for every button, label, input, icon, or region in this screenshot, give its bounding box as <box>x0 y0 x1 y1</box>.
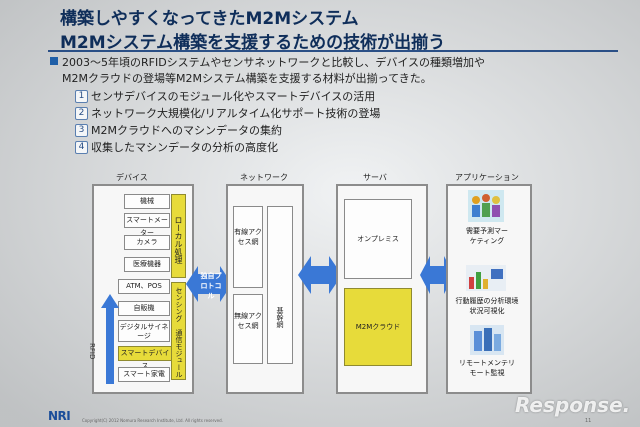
analytics-chart-icon <box>466 265 506 291</box>
device-smart-meter: スマートメーター <box>124 213 170 237</box>
device-medical: 医療機器 <box>124 257 170 272</box>
point-text-1: センサデバイスのモジュール化やスマートデバイスの活用 <box>91 90 376 103</box>
header-network: ネットワーク <box>240 173 288 182</box>
m2m-cloud-box: M2Mクラウド <box>344 288 412 366</box>
app-demand-forecast: 需要予測マーケティング <box>466 227 508 245</box>
device-atm-pos: ATM、POS <box>118 279 170 294</box>
page-number: 11 <box>585 418 592 424</box>
copyright-text: Copyright(C) 2012 Nomura Research Instit… <box>82 418 223 423</box>
device-signage: デジタルサイネージ <box>118 320 170 342</box>
point-number-2: 2 <box>75 107 88 120</box>
backbone-network: 基幹網 <box>267 206 293 364</box>
up-arrow-icon <box>101 294 119 384</box>
app-behavior-analysis: 行動履歴の分析環境状況可視化 <box>455 297 519 315</box>
point-number-4: 4 <box>75 141 88 154</box>
title-divider <box>48 50 618 52</box>
device-machine: 機械 <box>124 194 170 209</box>
intro-line1: 2003～5年頃のRFIDシステムやセンサネットワークと比較し、デバイスの種類増… <box>62 56 486 69</box>
wired-access-network: 有線アクセス網 <box>233 206 263 288</box>
onpremise-box: オンプレミス <box>344 199 412 279</box>
protocol-arrow-icon <box>186 266 232 302</box>
device-smart-device: スマートデバイス <box>118 346 172 370</box>
response-watermark: Response. <box>515 393 631 417</box>
remote-monitor-icon <box>470 325 504 355</box>
square-bullet-icon <box>50 57 58 65</box>
app-remote-maintenance: リモートメンテリモート監視 <box>459 359 515 377</box>
rfid-label: RFID <box>88 343 96 360</box>
local-processing-strip: ローカル処理 <box>171 194 186 278</box>
slide-title-line1: 構築しやすくなってきたM2Mシステム <box>60 9 359 29</box>
marketing-people-icon <box>468 190 504 222</box>
server-app-arrow-icon <box>420 256 454 294</box>
comm-module-label: 通信モジュール <box>175 329 183 378</box>
header-server: サーバ <box>363 173 387 182</box>
device-smart-appliance: スマート家電 <box>118 367 170 382</box>
header-application: アプリケーション <box>455 173 519 182</box>
point-text-2: ネットワーク大規模化/リアルタイム化サポート技術の登場 <box>91 107 381 120</box>
sensing-label: センシング <box>175 287 183 322</box>
point-text-3: M2Mクラウドへのマシンデータの集約 <box>91 124 282 137</box>
point-number-3: 3 <box>75 124 88 137</box>
protocol-label: 独自プロトコル <box>200 272 222 300</box>
point-text-4: 収集したマシンデータの分析の高度化 <box>91 141 278 154</box>
point-number-1: 1 <box>75 90 88 103</box>
sensing-comm-strip: センシング 通信モジュール <box>171 282 186 380</box>
device-vending: 自販機 <box>118 301 170 316</box>
network-server-arrow-icon <box>298 256 342 294</box>
slide-title-line2: M2Mシステム構築を支援するための技術が出揃う <box>60 33 446 53</box>
header-device: デバイス <box>116 173 148 182</box>
intro-line2: M2Mクラウドの登場等M2Mシステム構築を支援する材料が出揃ってきた。 <box>62 72 432 85</box>
nri-logo: NRI <box>48 409 71 423</box>
device-camera: カメラ <box>124 235 170 250</box>
wireless-access-network: 無線アクセス網 <box>233 294 263 364</box>
